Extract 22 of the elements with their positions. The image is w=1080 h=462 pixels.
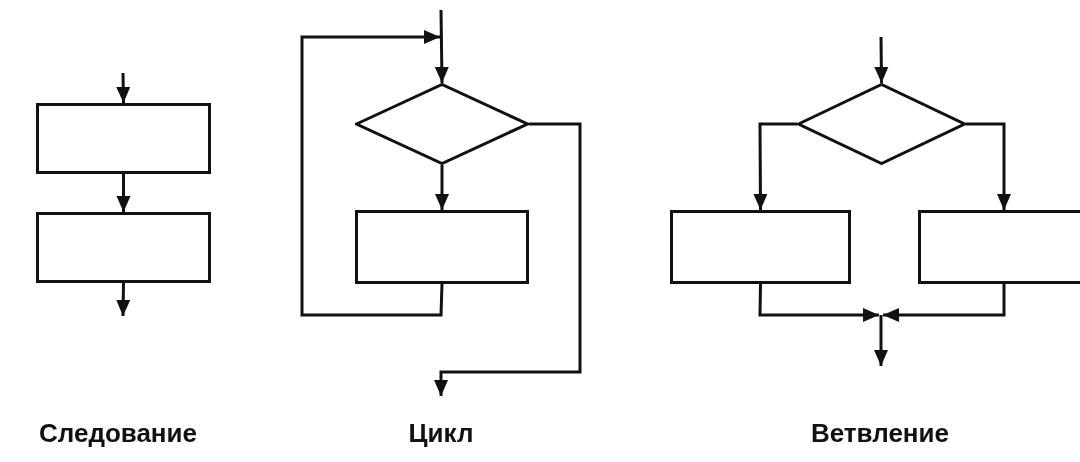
process-box xyxy=(36,103,211,174)
diagram-caption: Следование xyxy=(39,418,197,449)
process-box xyxy=(670,210,851,284)
arrow xyxy=(435,165,449,210)
arrow xyxy=(753,122,797,210)
diagram-caption: Ветвление xyxy=(810,418,950,449)
arrow xyxy=(758,283,879,322)
arrow xyxy=(874,37,889,83)
arrow xyxy=(116,282,131,317)
arrow xyxy=(116,174,131,212)
decision-diamond xyxy=(797,83,966,165)
process-box xyxy=(355,210,529,284)
decision-diamond xyxy=(355,83,529,165)
arrow xyxy=(966,122,1011,210)
arrow xyxy=(434,9,449,84)
process-box xyxy=(918,210,1080,284)
arrow xyxy=(300,30,444,317)
arrow xyxy=(883,284,1006,322)
arrow xyxy=(434,122,582,396)
arrow xyxy=(116,72,131,104)
process-box xyxy=(36,212,211,283)
diagram-caption: Цикл xyxy=(408,418,474,449)
